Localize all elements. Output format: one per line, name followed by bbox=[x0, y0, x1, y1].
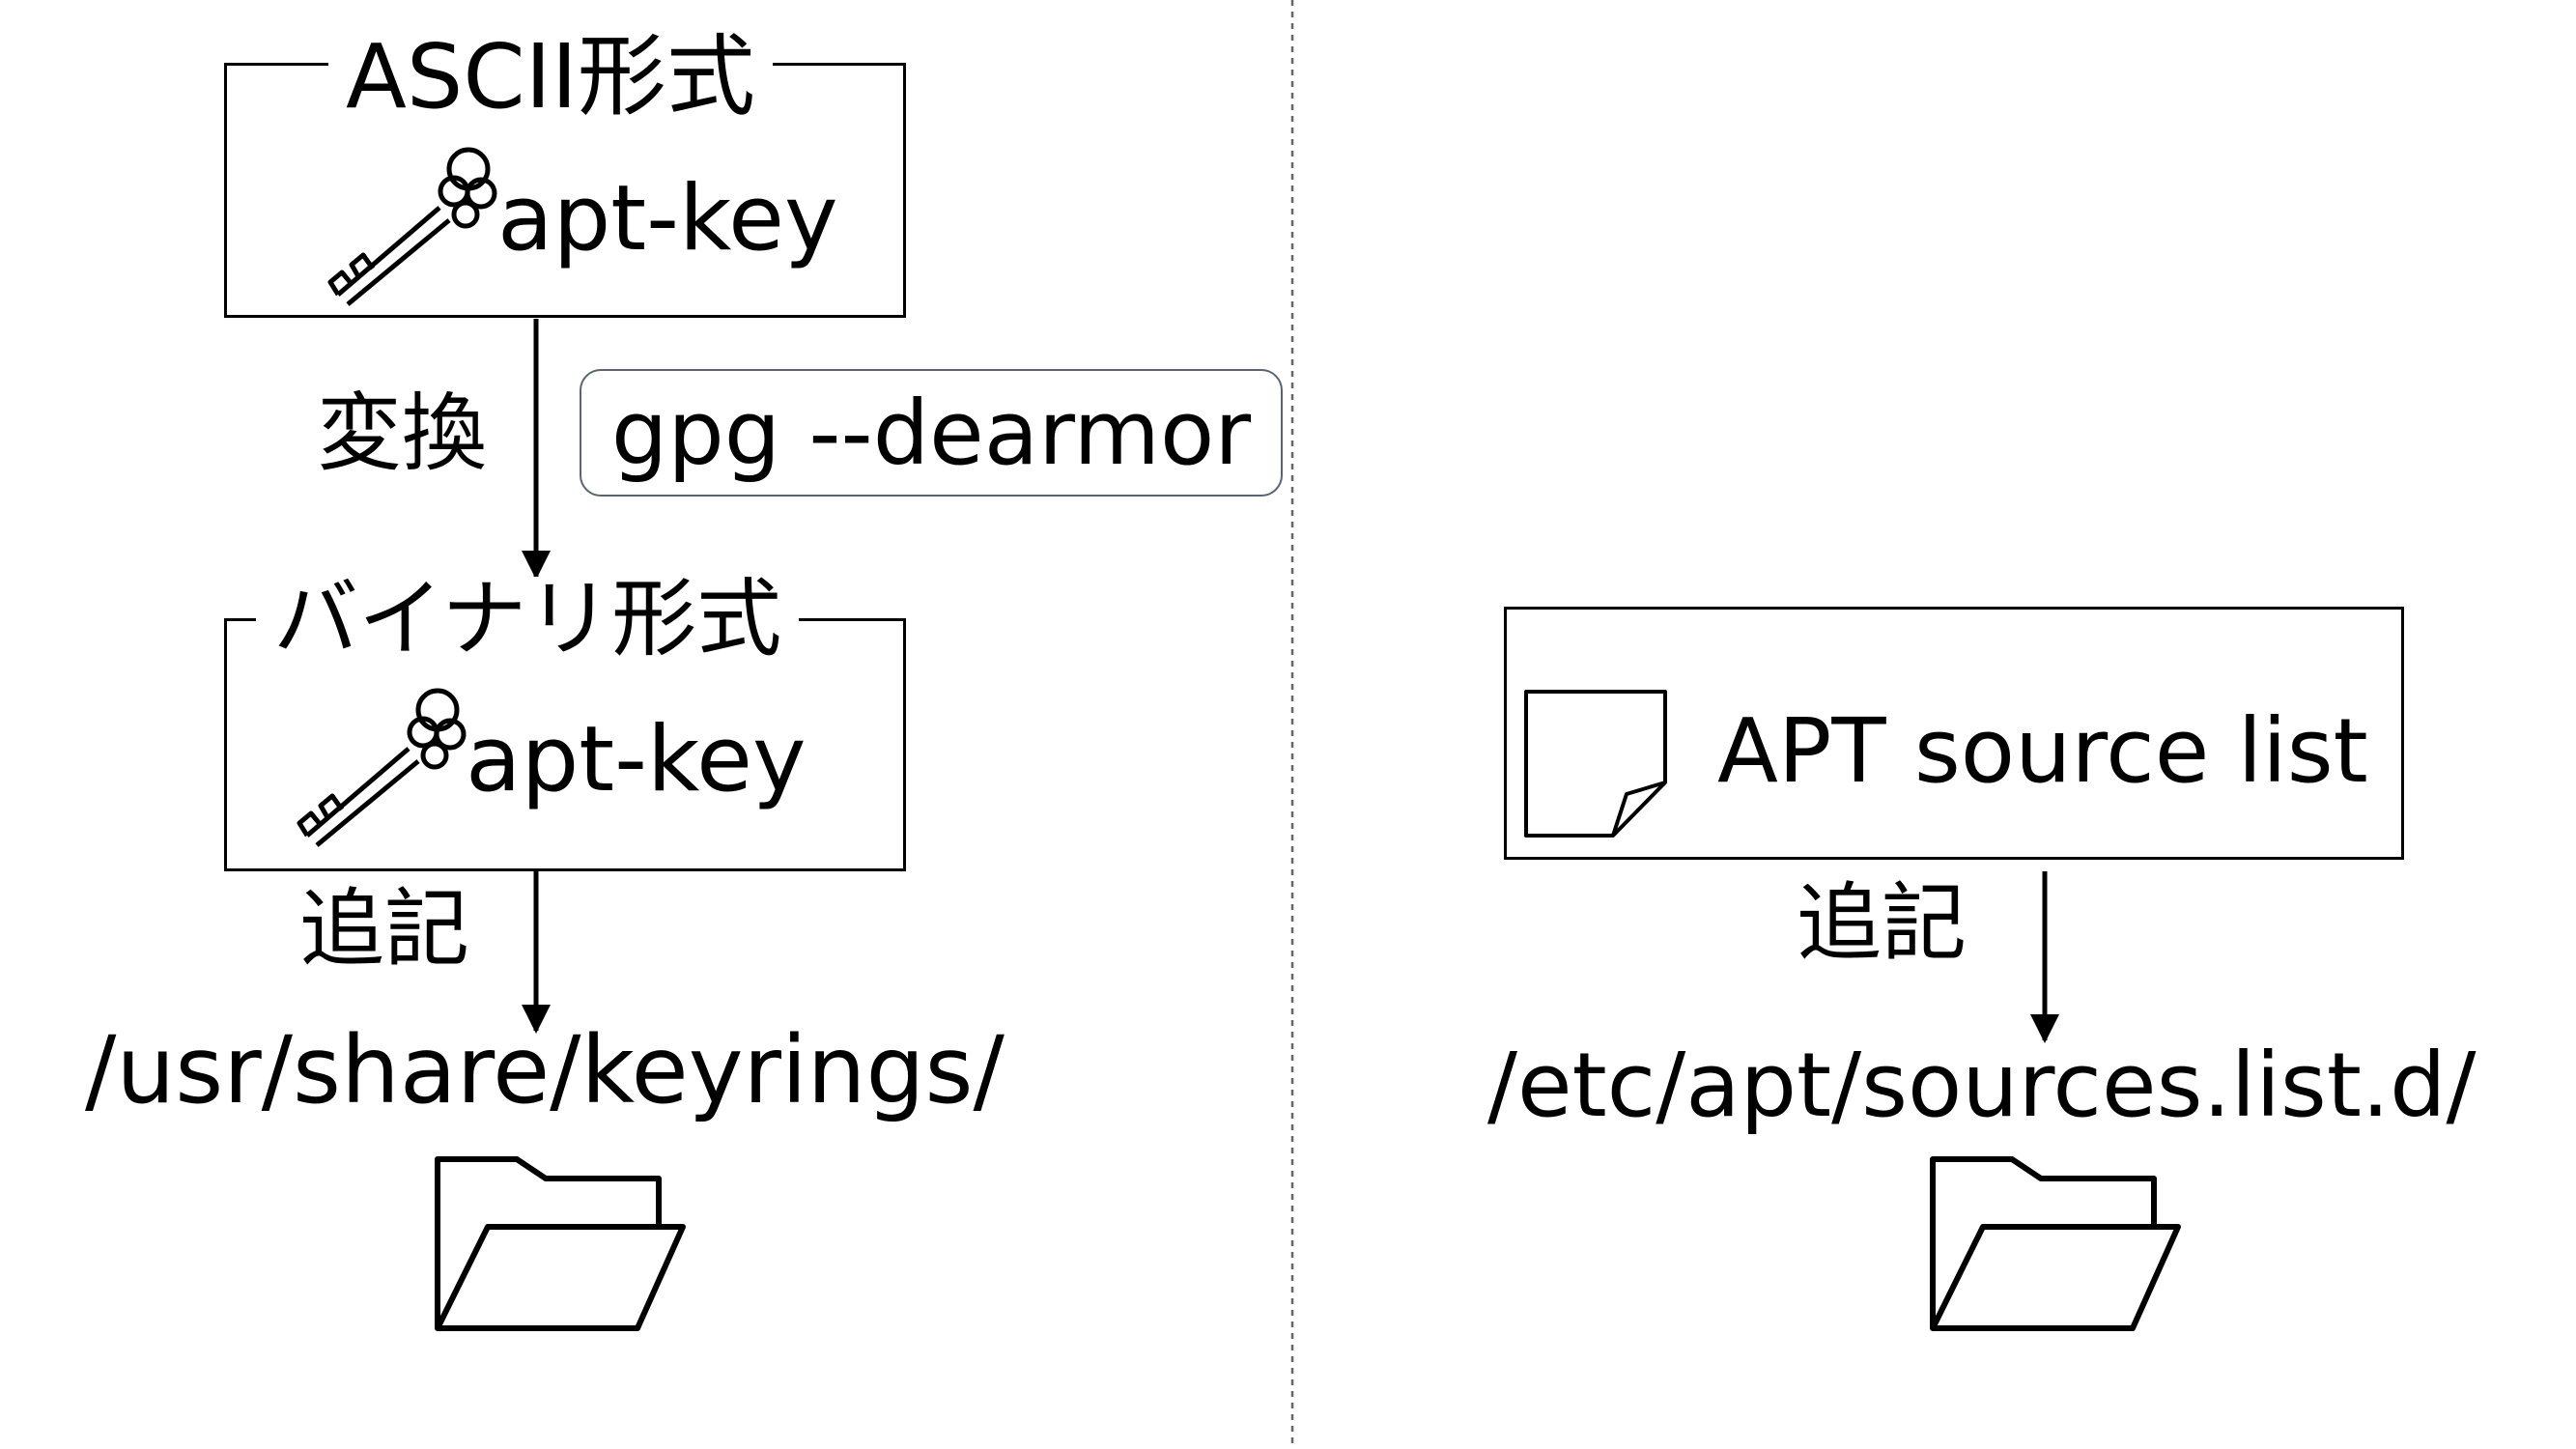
ascii-format-title: ASCII形式 bbox=[328, 33, 773, 122]
binary-key-label: apt-key bbox=[466, 707, 807, 812]
apt-source-list-box bbox=[1504, 607, 2404, 860]
apt-source-list-label: APT source list bbox=[1717, 699, 2368, 803]
keyrings-path: /usr/share/keyrings/ bbox=[85, 1016, 1005, 1124]
append-label-right: 追記 bbox=[1797, 873, 1967, 973]
gpg-dearmor-command: gpg --dearmor bbox=[580, 369, 1283, 497]
sources-list-path: /etc/apt/sources.list.d/ bbox=[1487, 1034, 2477, 1137]
ascii-key-label: apt-key bbox=[497, 166, 838, 271]
folder-open-icon bbox=[435, 1156, 686, 1331]
document-icon bbox=[1524, 690, 1667, 838]
key-icon bbox=[297, 688, 467, 847]
key-icon bbox=[327, 147, 497, 306]
folder-open-icon bbox=[1930, 1156, 2181, 1331]
binary-format-title: バイナリ形式 bbox=[256, 577, 800, 662]
convert-label: 変換 bbox=[317, 384, 488, 483]
append-label-left: 追記 bbox=[299, 879, 470, 979]
